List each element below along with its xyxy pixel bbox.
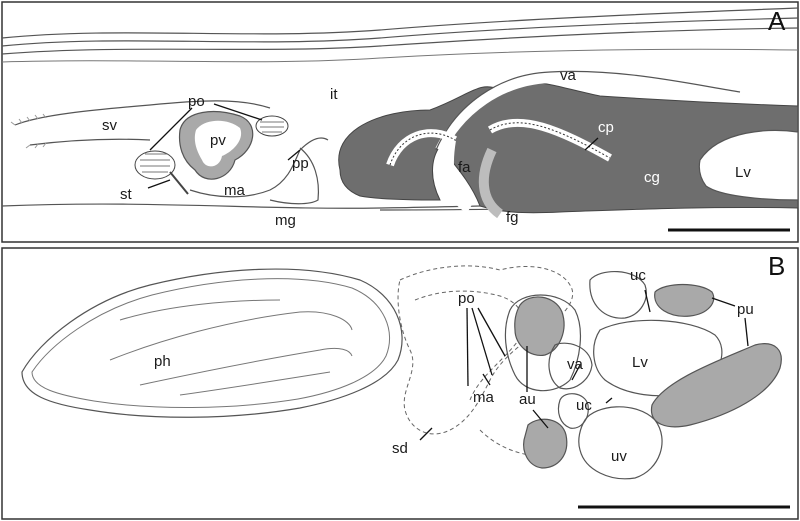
upper-pu-spot <box>654 283 715 317</box>
label-po-b: po <box>458 290 475 307</box>
label-uv: uv <box>611 448 627 465</box>
stylet <box>169 171 189 195</box>
label-va: va <box>560 67 577 84</box>
upper-chamber <box>589 270 647 319</box>
label-lv-b: Lv <box>632 354 648 371</box>
label-mg: mg <box>275 212 296 229</box>
dorsal-wall-inner <box>1 27 799 55</box>
sperm-duct-outer <box>397 265 574 435</box>
leader-lines-b <box>419 289 749 441</box>
pharynx-fold-1 <box>109 311 353 361</box>
female-atrium <box>441 139 474 214</box>
label-st: st <box>120 186 133 203</box>
female-gland <box>478 147 504 219</box>
label-po: po <box>188 93 205 110</box>
small-chamber <box>557 393 589 429</box>
stylet-bulb <box>134 150 176 180</box>
panel-a: A sv po it pv pp st ma mg va cp fa fg cg… <box>1 1 799 243</box>
male-genital-duct <box>269 147 320 205</box>
pharynx-fold-2 <box>139 347 353 386</box>
vagina-lumen <box>435 72 731 153</box>
pharynx-fold-4 <box>119 299 281 321</box>
dorsal-wall-band <box>1 17 799 47</box>
label-va-b: va <box>567 356 584 373</box>
label-au: au <box>519 391 536 408</box>
vagina-b <box>548 342 593 390</box>
integument-line <box>1 48 799 63</box>
upper-valve <box>578 406 663 480</box>
left-valve <box>698 129 799 201</box>
label-ph: ph <box>154 353 171 370</box>
male-atrium <box>189 149 301 198</box>
label-sd: sd <box>392 440 408 457</box>
panel-label-b: B <box>768 251 785 281</box>
label-ma-b: ma <box>473 389 494 406</box>
seminal-vesicle-lower <box>29 138 151 146</box>
label-fa: fa <box>458 159 471 176</box>
leader-lines-a <box>147 103 599 189</box>
seminal-vesicle-upper <box>14 100 271 126</box>
label-cg: cg <box>644 169 660 186</box>
label-fg: fg <box>506 209 519 226</box>
pharynx-outer <box>21 268 403 418</box>
prostate-organ <box>255 115 289 137</box>
pharynx-fold-3 <box>179 371 331 396</box>
lower-pu-spot <box>650 343 782 428</box>
label-pp: pp <box>292 155 309 172</box>
pharynx-inner <box>31 278 390 409</box>
label-it: it <box>330 86 338 103</box>
capsule-gland <box>338 81 799 214</box>
label-uc-mid: uc <box>576 397 592 414</box>
penis-papilla <box>299 137 329 151</box>
label-sv: sv <box>102 117 118 134</box>
label-cp: cp <box>598 119 614 136</box>
panel-label-a: A <box>768 6 786 36</box>
vagina-outline <box>435 70 741 151</box>
lower-gland-spot <box>523 418 568 469</box>
label-pu: pu <box>737 301 754 318</box>
upper-gland-spot <box>514 296 565 357</box>
label-uc-top: uc <box>630 267 646 284</box>
label-lv: Lv <box>735 164 751 181</box>
label-pv: pv <box>210 132 226 149</box>
atrium-outline <box>504 294 581 392</box>
label-ma: ma <box>224 182 245 199</box>
copulatory-coil-right <box>487 118 612 162</box>
panel-b: B ph po ma au va uc uc pu Lv sd uv <box>1 247 799 520</box>
dorsal-wall-outer <box>1 7 799 39</box>
